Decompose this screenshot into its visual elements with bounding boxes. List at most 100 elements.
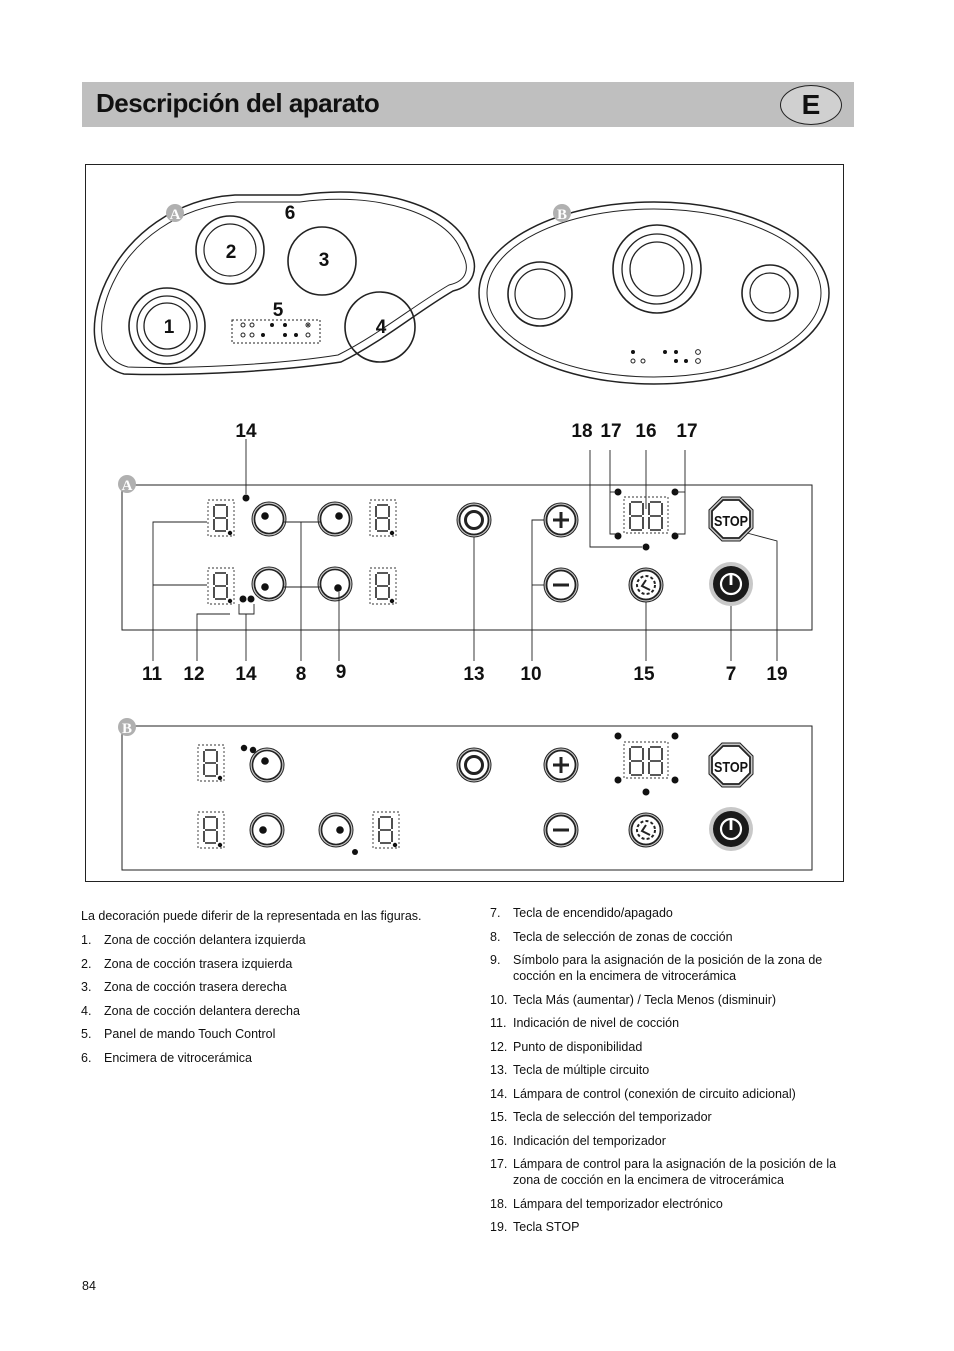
variant-b-panel-badge: B — [118, 718, 136, 737]
left-column: La decoración puede diferir de la repres… — [81, 908, 461, 1073]
cooking-level-display-top-left — [207, 499, 235, 537]
cooking-level-display-b-bottom-left — [197, 811, 225, 849]
right-column: 7.Tecla de encendido/apagado 8.Tecla de … — [490, 905, 850, 1243]
callout-17-left: 17 — [600, 421, 621, 442]
list-item: 9.Símbolo para la asignación de la posic… — [490, 953, 823, 983]
callout-10: 10 — [520, 664, 541, 685]
touch-control-panel-mini — [231, 319, 321, 344]
zone-select-key-b-top[interactable] — [240, 744, 285, 783]
power-key[interactable] — [707, 560, 755, 608]
extra-circuit-lamp-top — [242, 494, 250, 502]
control-panel-a: A STOP — [118, 439, 813, 661]
zone-select-key-front-left[interactable] — [251, 566, 287, 602]
list-item: 17.Lámpara de control para la asignación… — [490, 1157, 837, 1187]
timer-display-b — [614, 732, 679, 796]
list-item: 8.Tecla de selección de zonas de cocción — [490, 929, 733, 944]
parts-list-left: 1.Zona de cocción delantera izquierda 2.… — [81, 932, 461, 1066]
callout-13: 13 — [463, 664, 484, 685]
cooking-level-display-top-right — [369, 499, 397, 537]
cooking-level-display-b-top — [197, 744, 225, 782]
callout-16: 16 — [635, 421, 656, 442]
callout-8: 8 — [296, 664, 307, 685]
label-zone-2: 2 — [226, 242, 237, 263]
zone-select-key-front-right[interactable] — [317, 566, 353, 602]
cooking-zone-4 — [344, 291, 416, 363]
list-item: 15.Tecla de selección del temporizador — [490, 1110, 712, 1124]
list-item: 5.Panel de mando Touch Control — [81, 1027, 276, 1041]
callout-11: 11 — [142, 664, 163, 685]
minus-key-b[interactable] — [542, 811, 580, 849]
label-zone-1: 1 — [164, 317, 175, 338]
plus-key[interactable] — [542, 501, 580, 539]
list-item: 1.Zona de cocción delantera izquierda — [81, 933, 306, 947]
language-badge: E — [780, 85, 842, 125]
multi-circuit-key[interactable] — [455, 501, 493, 539]
appliance-figure: 1 2 3 4 5 6 A B — [85, 164, 844, 882]
label-zone-3: 3 — [319, 250, 330, 271]
callout-17-right: 17 — [676, 421, 697, 442]
cooking-zone-3 — [287, 226, 357, 296]
callout-14-bottom: 14 — [235, 664, 257, 685]
callout-12: 12 — [183, 664, 204, 685]
callout-18: 18 — [571, 421, 592, 442]
page-header: Descripción del aparato E — [82, 82, 854, 127]
list-item: 4.Zona de cocción delantera derecha — [81, 1003, 300, 1018]
extra-circuit-lamp-bottom-2 — [247, 595, 255, 603]
minus-key[interactable] — [542, 566, 580, 604]
cooking-zone-1 — [128, 287, 206, 365]
list-item: 12.Punto de disponibilidad — [490, 1039, 643, 1054]
svg-text:A: A — [170, 207, 181, 223]
cooking-level-display-bottom-right — [369, 567, 397, 605]
timer-select-key[interactable] — [628, 567, 664, 603]
zone-select-key-b-bottom-left[interactable] — [249, 812, 285, 848]
hob-b: B — [478, 201, 830, 385]
svg-text:B: B — [557, 207, 567, 223]
extra-circuit-lamp-bottom-1 — [239, 595, 247, 603]
hob-a: 1 2 3 4 5 6 A — [93, 191, 476, 376]
zone-select-key-rear-right[interactable] — [317, 501, 353, 537]
callout-15: 15 — [633, 664, 655, 685]
control-panel-b: B STOP — [118, 718, 813, 871]
svg-text:STOP: STOP — [714, 759, 748, 776]
cooking-level-display-b-bottom-right — [372, 811, 400, 849]
stop-key[interactable]: STOP — [708, 496, 754, 542]
power-key-b[interactable] — [707, 805, 755, 853]
list-item: 3.Zona de cocción trasera derecha — [81, 980, 287, 994]
callout-19: 19 — [766, 664, 787, 685]
label-zone-4: 4 — [376, 317, 387, 338]
intro-note: La decoración puede diferir de la repres… — [81, 909, 422, 923]
svg-text:B: B — [122, 721, 132, 737]
stop-key-b[interactable]: STOP — [708, 742, 754, 788]
multi-circuit-key-b[interactable] — [455, 746, 493, 784]
list-item: 18.Lámpara del temporizador electrónico — [490, 1196, 723, 1211]
variant-a-badge: A — [166, 204, 184, 223]
plus-key-b[interactable] — [542, 746, 580, 784]
list-item: 6.Encimera de vitrocerámica — [81, 1050, 252, 1065]
callout-14-top: 14 — [235, 421, 257, 442]
zone-select-key-b-bottom-right[interactable] — [318, 812, 358, 855]
timer-select-key-b[interactable] — [628, 812, 664, 848]
variant-b-badge: B — [553, 204, 571, 223]
list-item: 19.Tecla STOP — [490, 1220, 580, 1234]
zone-select-key-rear-left[interactable] — [251, 501, 287, 537]
list-item: 16.Indicación del temporizador — [490, 1133, 666, 1148]
list-item: 7.Tecla de encendido/apagado — [490, 906, 673, 920]
parts-list-right: 7.Tecla de encendido/apagado 8.Tecla de … — [490, 905, 850, 1235]
callout-7: 7 — [726, 664, 737, 685]
page-title: Descripción del aparato — [96, 88, 380, 118]
timer-display — [614, 488, 679, 551]
page-number: 84 — [82, 1279, 96, 1293]
list-item: 13.Tecla de múltiple circuito — [490, 1063, 650, 1077]
svg-text:A: A — [122, 478, 133, 494]
list-item: 10.Tecla Más (aumentar) / Tecla Menos (d… — [490, 992, 777, 1007]
variant-a-panel-badge: A — [118, 475, 136, 494]
figure-frame — [85, 164, 844, 882]
label-ceramic-surface: 6 — [285, 203, 296, 224]
list-item: 14.Lámpara de control (conexión de circu… — [490, 1086, 796, 1101]
list-item: 2.Zona de cocción trasera izquierda — [81, 956, 293, 971]
cooking-level-display-bottom-left — [207, 567, 235, 605]
list-item: 11.Indicación de nivel de cocción — [490, 1016, 680, 1030]
callout-9: 9 — [336, 662, 347, 683]
svg-text:STOP: STOP — [714, 513, 748, 530]
cooking-zone-2 — [195, 215, 265, 285]
